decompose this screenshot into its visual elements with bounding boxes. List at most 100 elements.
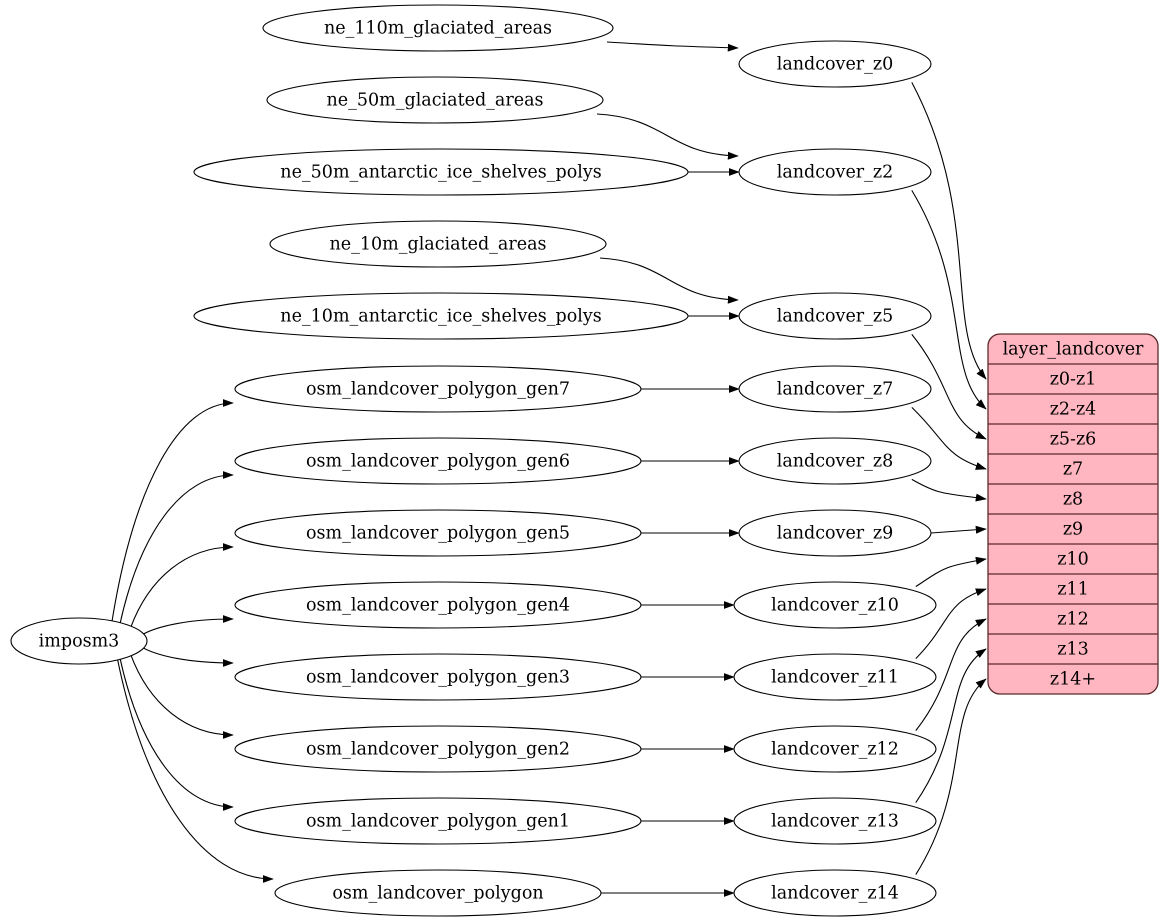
node-landcover_z0[interactable]: landcover_z0 [738,40,932,88]
node-label: osm_landcover_polygon_gen3 [306,668,570,688]
node-label: osm_landcover_polygon [332,884,543,904]
node-osm_landcover_polygon_gen2[interactable]: osm_landcover_polygon_gen2 [234,725,642,773]
edge-landcover_z11-to-table [915,588,987,659]
node-label: landcover_z9 [777,524,894,544]
node-landcover_z14[interactable]: landcover_z14 [733,869,937,917]
node-label: osm_landcover_polygon_gen7 [306,380,570,400]
table-row[interactable]: z12 [1057,610,1089,630]
edge-imposm3-to-osm_landcover_polygon_gen5 [129,543,234,629]
table-row[interactable]: z9 [1063,520,1083,540]
node-landcover_z5[interactable]: landcover_z5 [738,292,932,340]
table-row[interactable]: z8 [1063,490,1083,510]
table-row[interactable]: z13 [1057,640,1089,660]
node-label: landcover_z5 [777,307,894,327]
node-landcover_z13[interactable]: landcover_z13 [733,797,937,845]
node-ne_10m_antarctic_ice_shelves_polys[interactable]: ne_10m_antarctic_ice_shelves_polys [193,292,689,340]
node-osm_landcover_polygon_gen1[interactable]: osm_landcover_polygon_gen1 [234,797,642,845]
table-header-label: layer_landcover [1003,340,1144,360]
table-row[interactable]: z2-z4 [1050,400,1097,420]
table-row-label: z8 [1063,490,1083,510]
node-ellipse [738,437,932,485]
table-row[interactable]: z7 [1063,460,1083,480]
node-ellipse [193,292,689,340]
node-ellipse [193,148,689,196]
node-ellipse [733,797,937,845]
edge-imposm3-to-osm_landcover_polygon_gen4 [139,615,234,637]
edge-imposm3-to-osm_landcover_polygon [116,658,274,883]
table-row-label: z7 [1063,460,1083,480]
edge-ne_50m_glaciated_areas-to-landcover_z2 [596,113,739,160]
node-landcover_z2[interactable]: landcover_z2 [738,148,932,196]
table-row-label: z5-z6 [1050,430,1097,450]
table-row-label: z9 [1063,520,1083,540]
node-ellipse [738,40,932,88]
node-ellipse [234,725,642,773]
node-ellipse [274,869,602,917]
nodes-layer: imposm3 ne_110m_glaciated_areas ne_50m_gla… [10,4,937,917]
node-label: ne_10m_antarctic_ice_shelves_polys [280,307,601,327]
edge-imposm3-to-osm_landcover_polygon_gen7 [111,399,234,622]
edge-landcover_z7-to-table [911,407,987,470]
node-ellipse [269,220,607,268]
node-ne_50m_glaciated_areas[interactable]: ne_50m_glaciated_areas [266,76,604,124]
edge-imposm3-to-osm_landcover_polygon_gen6 [119,471,234,625]
node-ne_110m_glaciated_areas[interactable]: ne_110m_glaciated_areas [262,4,614,52]
node-ellipse [738,148,932,196]
node-osm_landcover_polygon[interactable]: osm_landcover_polygon [274,869,602,917]
edge-imposm3-to-osm_landcover_polygon_gen3 [139,645,234,667]
node-ellipse [738,365,932,413]
table-row[interactable]: z11 [1057,580,1089,600]
node-label: landcover_z13 [771,812,899,832]
table-row-label: z11 [1057,580,1089,600]
node-label: landcover_z14 [771,884,899,904]
node-label: landcover_z0 [777,55,894,75]
table-row[interactable]: z10 [1057,550,1089,570]
node-osm_landcover_polygon_gen3[interactable]: osm_landcover_polygon_gen3 [234,653,642,701]
table-row[interactable]: z14+ [1050,670,1096,690]
table-row[interactable]: z5-z6 [1050,430,1097,450]
node-osm_landcover_polygon_gen7[interactable]: osm_landcover_polygon_gen7 [234,365,642,413]
edge-ne_110m_glaciated_areas-to-landcover_z0 [606,41,739,52]
edge-landcover_z5-to-table [911,334,987,440]
node-ellipse [234,581,642,629]
edges-layer [111,41,987,897]
node-landcover_z10[interactable]: landcover_z10 [733,581,937,629]
node-ellipse [234,653,642,701]
node-label: osm_landcover_polygon_gen6 [306,452,570,472]
node-landcover_z12[interactable]: landcover_z12 [733,725,937,773]
node-osm_landcover_polygon_gen6[interactable]: osm_landcover_polygon_gen6 [234,437,642,485]
node-landcover_z8[interactable]: landcover_z8 [738,437,932,485]
node-landcover_z7[interactable]: landcover_z7 [738,365,932,413]
node-label: osm_landcover_polygon_gen2 [306,740,570,760]
node-ellipse [234,365,642,413]
edge-landcover_z8-to-table [911,478,987,502]
node-ne_50m_antarctic_ice_shelves_polys[interactable]: ne_50m_antarctic_ice_shelves_polys [193,148,689,196]
node-ellipse [262,4,614,52]
node-ne_10m_glaciated_areas[interactable]: ne_10m_glaciated_areas [269,220,607,268]
node-ellipse [733,653,937,701]
edge-landcover_z10-to-table [915,556,987,588]
node-ellipse [234,797,642,845]
table-row[interactable]: z0-z1 [1050,370,1097,390]
edge-ne_10m_glaciated_areas-to-landcover_z5 [599,257,739,304]
node-osm_landcover_polygon_gen5[interactable]: osm_landcover_polygon_gen5 [234,509,642,557]
layer-landcover-table[interactable]: layer_landcover z0-z1 z2-z4 z5-z6 z7 z8 z9 z10 z… [987,333,1159,695]
node-osm_landcover_polygon_gen4[interactable]: osm_landcover_polygon_gen4 [234,581,642,629]
node-imposm3[interactable]: imposm3 [10,617,148,665]
node-label: osm_landcover_polygon_gen1 [306,812,570,832]
edge-landcover_z13-to-table [915,648,987,803]
node-landcover_z11[interactable]: landcover_z11 [733,653,937,701]
node-label: landcover_z10 [771,596,899,616]
node-ellipse [733,725,937,773]
node-landcover_z9[interactable]: landcover_z9 [738,509,932,557]
edge-landcover_z2-to-table [911,190,987,410]
table-row-label: z2-z4 [1050,400,1097,420]
node-label: landcover_z2 [777,163,894,183]
node-label: ne_50m_glaciated_areas [327,91,544,111]
edge-landcover_z0-to-table [911,82,987,380]
node-label: landcover_z7 [777,380,894,400]
table-row-label: z10 [1057,550,1089,570]
table-row-label: z0-z1 [1050,370,1097,390]
node-label: landcover_z12 [771,740,899,760]
